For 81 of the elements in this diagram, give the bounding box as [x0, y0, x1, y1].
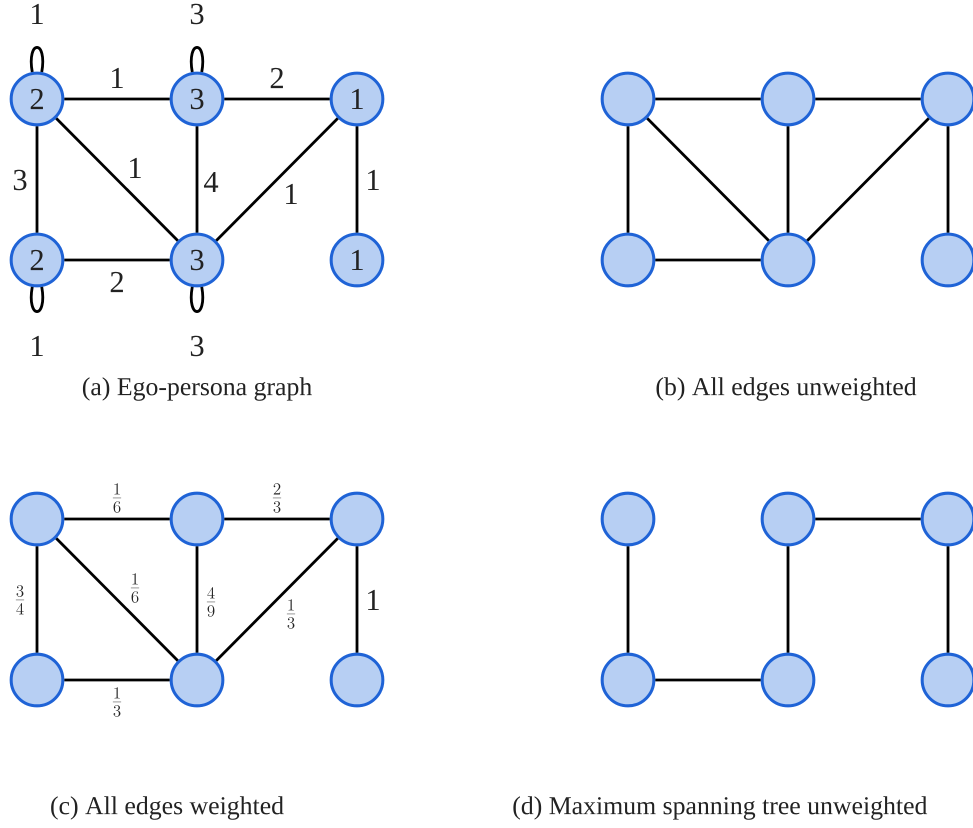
edge	[806, 117, 930, 242]
edge-label: $\frac{1}{6}$	[128, 572, 142, 604]
graph-node	[600, 652, 656, 708]
graph-node	[600, 492, 656, 546]
edge	[786, 546, 790, 653]
edge-label: 1	[364, 168, 382, 192]
edge-label: $\frac{1}{6}$	[110, 482, 124, 514]
graph-node	[170, 492, 224, 546]
edge	[30, 46, 44, 72]
edge	[815, 98, 921, 100]
edge	[626, 546, 630, 653]
edge	[30, 286, 44, 313]
graph-node	[920, 492, 973, 546]
edge-label: $\frac{4}{9}$	[204, 586, 218, 618]
subfigure-caption: (b) All edges unweighted	[656, 377, 916, 401]
edge	[626, 126, 630, 233]
edge	[36, 546, 38, 653]
edge-label: 1	[126, 156, 144, 180]
edge-label: 1	[28, 2, 46, 26]
edge	[196, 546, 198, 653]
edge	[190, 46, 204, 72]
graph-node	[920, 232, 973, 288]
edge-label: 1	[28, 334, 46, 358]
edge	[196, 126, 198, 233]
graph-node	[920, 652, 973, 708]
edge	[64, 678, 170, 682]
edge	[64, 98, 170, 100]
edge-label: 2	[268, 66, 286, 90]
edge	[646, 117, 770, 242]
edge-label: $\frac{1}{3}$	[110, 686, 124, 718]
graph-node	[600, 232, 656, 288]
edge-label: $\frac{2}{3}$	[270, 482, 284, 514]
graph-node	[330, 492, 384, 546]
graph-node	[10, 492, 64, 546]
edge	[55, 117, 179, 242]
graph-node	[330, 652, 384, 708]
edge-label: 2	[108, 270, 126, 294]
edge	[64, 518, 170, 520]
edge	[215, 117, 339, 242]
graph-node	[170, 652, 224, 708]
edge-label: $\frac{3}{4}$	[13, 584, 27, 616]
edge	[36, 126, 38, 233]
subfigure-caption: (d) Maximum spanning tree unweighted	[513, 796, 928, 820]
edge	[224, 98, 330, 100]
edge	[215, 537, 339, 662]
edge-label: 3	[188, 334, 206, 358]
graph-node	[920, 72, 973, 126]
graph-node: 3	[170, 232, 224, 288]
edge	[786, 126, 790, 233]
graph-node: 2	[10, 232, 64, 288]
edge	[356, 126, 358, 233]
edge	[655, 258, 761, 262]
subfigure-caption: (a) Ego-persona graph	[82, 377, 312, 401]
edge	[224, 518, 330, 520]
edge-label: $\frac{1}{3}$	[284, 598, 298, 630]
graph-node	[760, 72, 816, 126]
graph-node	[600, 72, 656, 126]
edge	[356, 546, 358, 653]
graph-node: 2	[10, 72, 64, 126]
edge-label: 3	[11, 168, 29, 192]
edge-label: 1	[108, 66, 126, 90]
edge-label: 4	[202, 170, 220, 194]
edge	[946, 546, 950, 653]
edge	[55, 537, 179, 662]
graph-node	[760, 492, 816, 546]
edge	[655, 98, 761, 100]
edge-label: 3	[188, 2, 206, 26]
graph-node: 1	[330, 72, 384, 126]
graph-node	[10, 652, 64, 708]
edge	[190, 286, 204, 313]
graph-node	[760, 232, 816, 288]
graph-node: 3	[170, 72, 224, 126]
edge	[655, 678, 761, 682]
edge-label: 1	[364, 588, 382, 612]
edge	[64, 258, 170, 262]
graph-node	[760, 652, 816, 708]
edge	[815, 518, 921, 520]
graph-node: 1	[330, 232, 384, 288]
edge	[946, 126, 950, 233]
edge-label: 1	[282, 182, 300, 206]
subfigure-caption: (c) All edges weighted	[51, 796, 284, 820]
